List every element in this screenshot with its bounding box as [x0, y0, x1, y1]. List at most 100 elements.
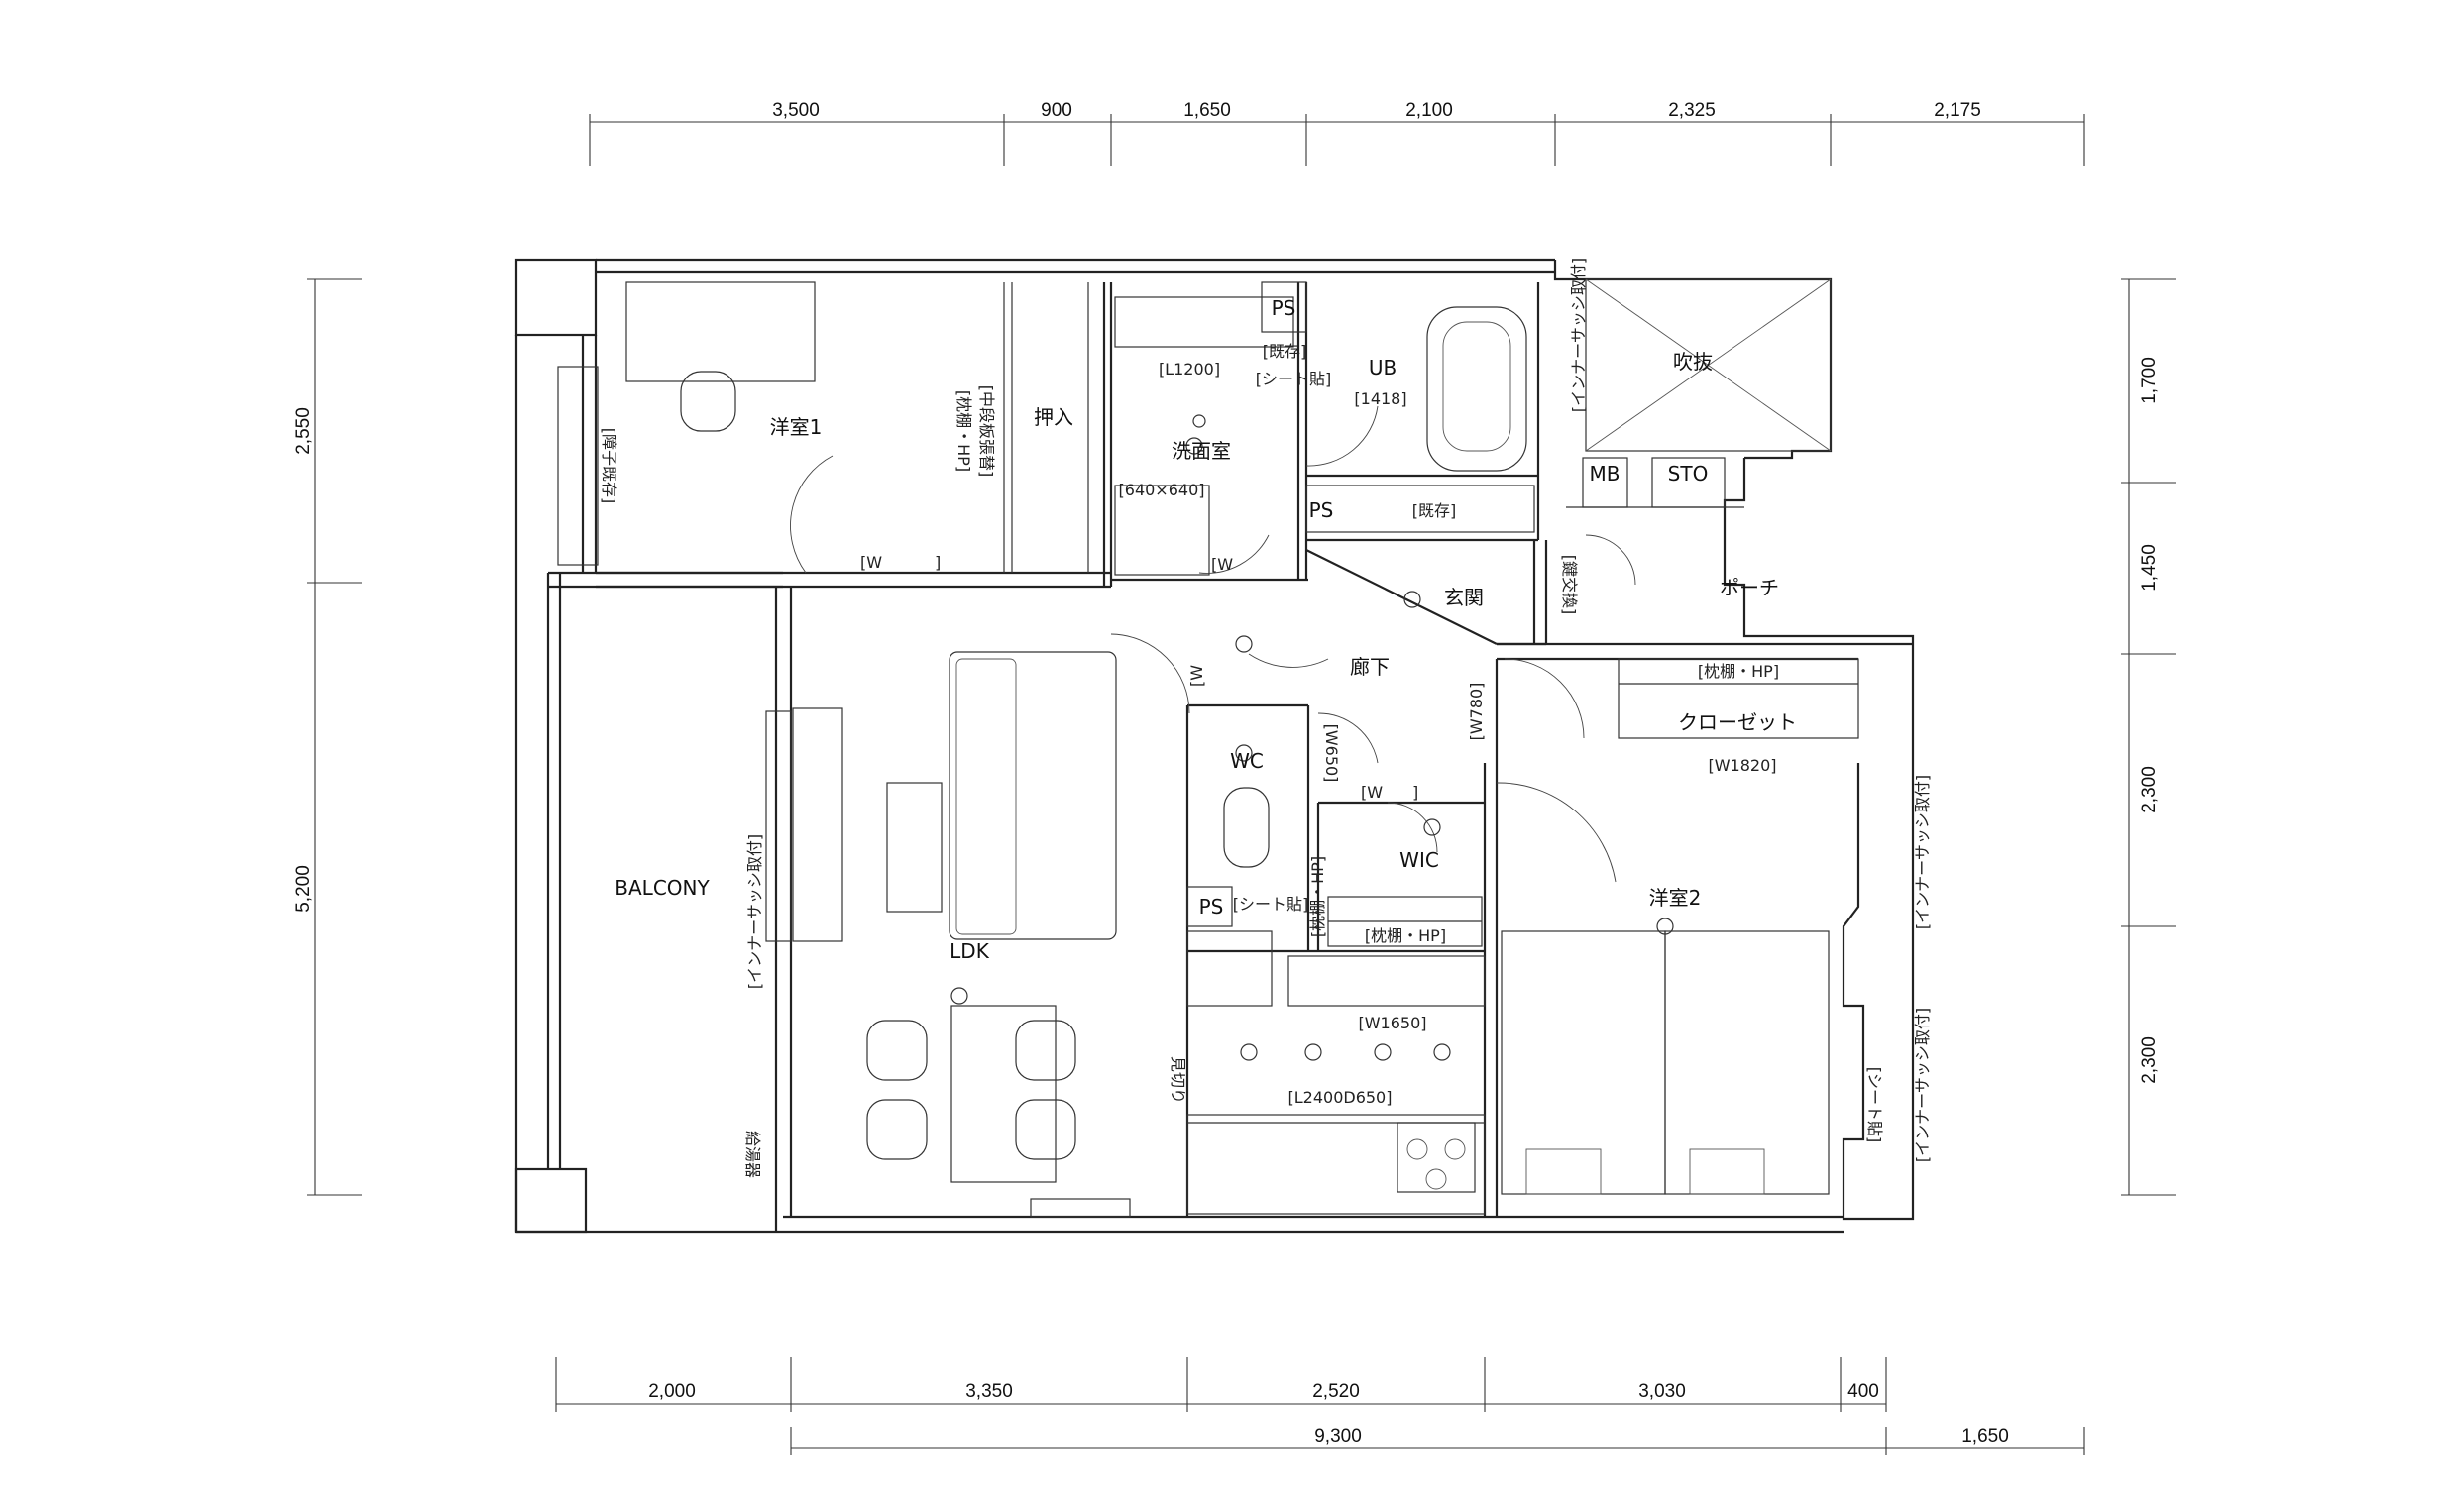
dining-table	[950, 1005, 1057, 1183]
note-w1650: [W1650]	[1358, 1014, 1426, 1032]
dim-bottom-1: 2,000	[648, 1381, 696, 1402]
stove	[1397, 1122, 1476, 1193]
dim-bottom-6: 9,300	[1314, 1426, 1362, 1447]
note-w-yoshitsu1: [W	[860, 553, 882, 572]
dim-right-2: 1,450	[2139, 544, 2160, 592]
note-inner-sash-left: [インナーサッシ取付]	[745, 834, 764, 989]
sofa	[949, 651, 1117, 940]
dimension-lines	[307, 114, 2176, 1455]
room-label-fukinuke: 吹抜	[1673, 350, 1713, 374]
note-inner-sash-right2: [インナーサッシ取付]	[1913, 1008, 1932, 1162]
note-w-senmen: [W	[1211, 555, 1233, 574]
door-swings	[790, 405, 1636, 883]
note-1418: [1418]	[1354, 389, 1406, 408]
note-w-ldk: [W	[1187, 665, 1206, 687]
room-label-ldk: LDK	[950, 939, 990, 963]
dining-chair	[1015, 1099, 1076, 1160]
note-w1820: [W1820]	[1708, 756, 1776, 775]
dim-bottom-3: 2,520	[1312, 1381, 1360, 1402]
room-label-wic: WIC	[1399, 848, 1439, 872]
ceiling-light	[1374, 1043, 1392, 1061]
furniture	[625, 281, 1830, 1195]
ceiling-light	[1403, 591, 1421, 608]
annotations: [L1200] [既存] [シート貼] [1418] [640×640] [既存…	[600, 258, 1932, 1178]
dim-bottom-2: 3,350	[965, 1381, 1013, 1402]
dim-top-3: 1,650	[1183, 100, 1231, 121]
room-label-genkan: 玄関	[1444, 586, 1484, 609]
room-labels: 洋室1 押入 洗面室 UB 吹抜 PS PS PS MB STO 玄関 ポーチ …	[615, 296, 1797, 963]
note-kagi: [鍵交換]	[1560, 555, 1579, 615]
dim-right-1: 1,700	[2139, 357, 2160, 404]
tv-board	[792, 707, 843, 942]
ceiling-light	[1433, 1043, 1451, 1061]
dim-right-4: 2,300	[2139, 1036, 2160, 1084]
walls	[514, 258, 1915, 1234]
note-l1200: [L1200]	[1159, 360, 1220, 378]
note-kizon-ps: [既存]	[1263, 342, 1307, 361]
dim-top-2: 900	[1041, 100, 1072, 121]
dim-left-2: 5,200	[293, 865, 314, 913]
note-l2400: [L2400D650]	[1288, 1088, 1393, 1107]
note-kizon-corridor: [既存]	[1412, 501, 1457, 520]
dining-chair	[1015, 1020, 1076, 1081]
ceiling-light	[1192, 414, 1206, 428]
ceiling-light	[1185, 437, 1203, 455]
room-label-oshiire: 押入	[1034, 405, 1073, 429]
room-label-yoshitsu1: 洋室1	[770, 415, 823, 439]
note-inner-sash-top: [インナーサッシ取付]	[1569, 258, 1588, 412]
note-w-wic-close: ]	[1412, 783, 1418, 802]
dim-bottom-5: 400	[1847, 1381, 1879, 1402]
dim-left-1: 2,550	[293, 407, 314, 455]
note-sheet-ps: [シート貼]	[1256, 370, 1332, 388]
dim-top-5: 2,325	[1668, 100, 1716, 121]
ceiling-light	[1304, 1043, 1322, 1061]
ceiling-light	[1240, 1043, 1258, 1061]
note-inner-sash-right1: [インナーサッシ取付]	[1913, 775, 1932, 929]
note-closet-shelf: [枕棚・HP]	[1698, 662, 1779, 681]
dim-bottom-4: 3,030	[1638, 1381, 1686, 1402]
washbasin	[1114, 485, 1210, 576]
note-w-wic: [W	[1361, 783, 1383, 802]
ceiling-light	[1656, 918, 1674, 935]
ceiling-light	[950, 987, 968, 1005]
dim-bottom-7: 1,650	[1961, 1426, 2009, 1447]
room-label-mb: MB	[1590, 462, 1621, 486]
note-w780: [W780]	[1467, 683, 1486, 741]
room-label-ps2: PS	[1309, 498, 1334, 522]
dim-top-4: 2,100	[1405, 100, 1453, 121]
room-label-wc: WC	[1230, 749, 1264, 773]
note-wic-shelf-v: [枕棚・HP]	[1308, 856, 1327, 937]
room-label-ps3: PS	[1199, 895, 1224, 918]
dim-top-6: 2,175	[1934, 100, 1981, 121]
note-shoji: [障子既存]	[600, 428, 618, 504]
note-oshiire-shelf-a: [枕棚・HP]	[954, 390, 973, 472]
dining-chair	[866, 1020, 928, 1081]
dining-chair	[866, 1099, 928, 1160]
room-label-sto: STO	[1668, 462, 1709, 486]
note-w650: [W650]	[1322, 724, 1341, 783]
note-sheet-right: [シート貼]	[1865, 1067, 1884, 1143]
ceiling-light	[1235, 744, 1253, 762]
note-kyutoki: 給湯器	[743, 1131, 762, 1178]
note-wic-shelf: [枕棚・HP]	[1365, 926, 1446, 945]
ceiling-light	[1423, 818, 1441, 836]
ceiling-light	[1235, 635, 1253, 653]
note-sheet-ps3: [シート貼]	[1233, 895, 1309, 914]
room-label-roka: 廊下	[1350, 655, 1390, 679]
chair	[680, 371, 736, 432]
room-label-ps1: PS	[1272, 296, 1296, 320]
note-mikiri: 見切り	[1169, 1056, 1187, 1104]
bathtub	[1426, 306, 1527, 472]
desk	[625, 281, 816, 382]
coffee-table	[886, 782, 943, 913]
note-oshiire-shelf-b: [中段板張替]	[977, 385, 996, 478]
room-label-senmen: 洗面室	[1172, 439, 1231, 463]
dim-top-1: 3,500	[772, 100, 820, 121]
room-label-yoshitsu2: 洋室2	[1649, 886, 1702, 910]
dimension-labels: 3,500 900 1,650 2,100 2,325 2,175 2,550 …	[293, 100, 2160, 1447]
toilet	[1223, 787, 1270, 868]
room-label-porch: ポーチ	[1720, 576, 1779, 599]
dim-right-3: 2,300	[2139, 766, 2160, 813]
room-label-balcony: BALCONY	[615, 876, 710, 900]
